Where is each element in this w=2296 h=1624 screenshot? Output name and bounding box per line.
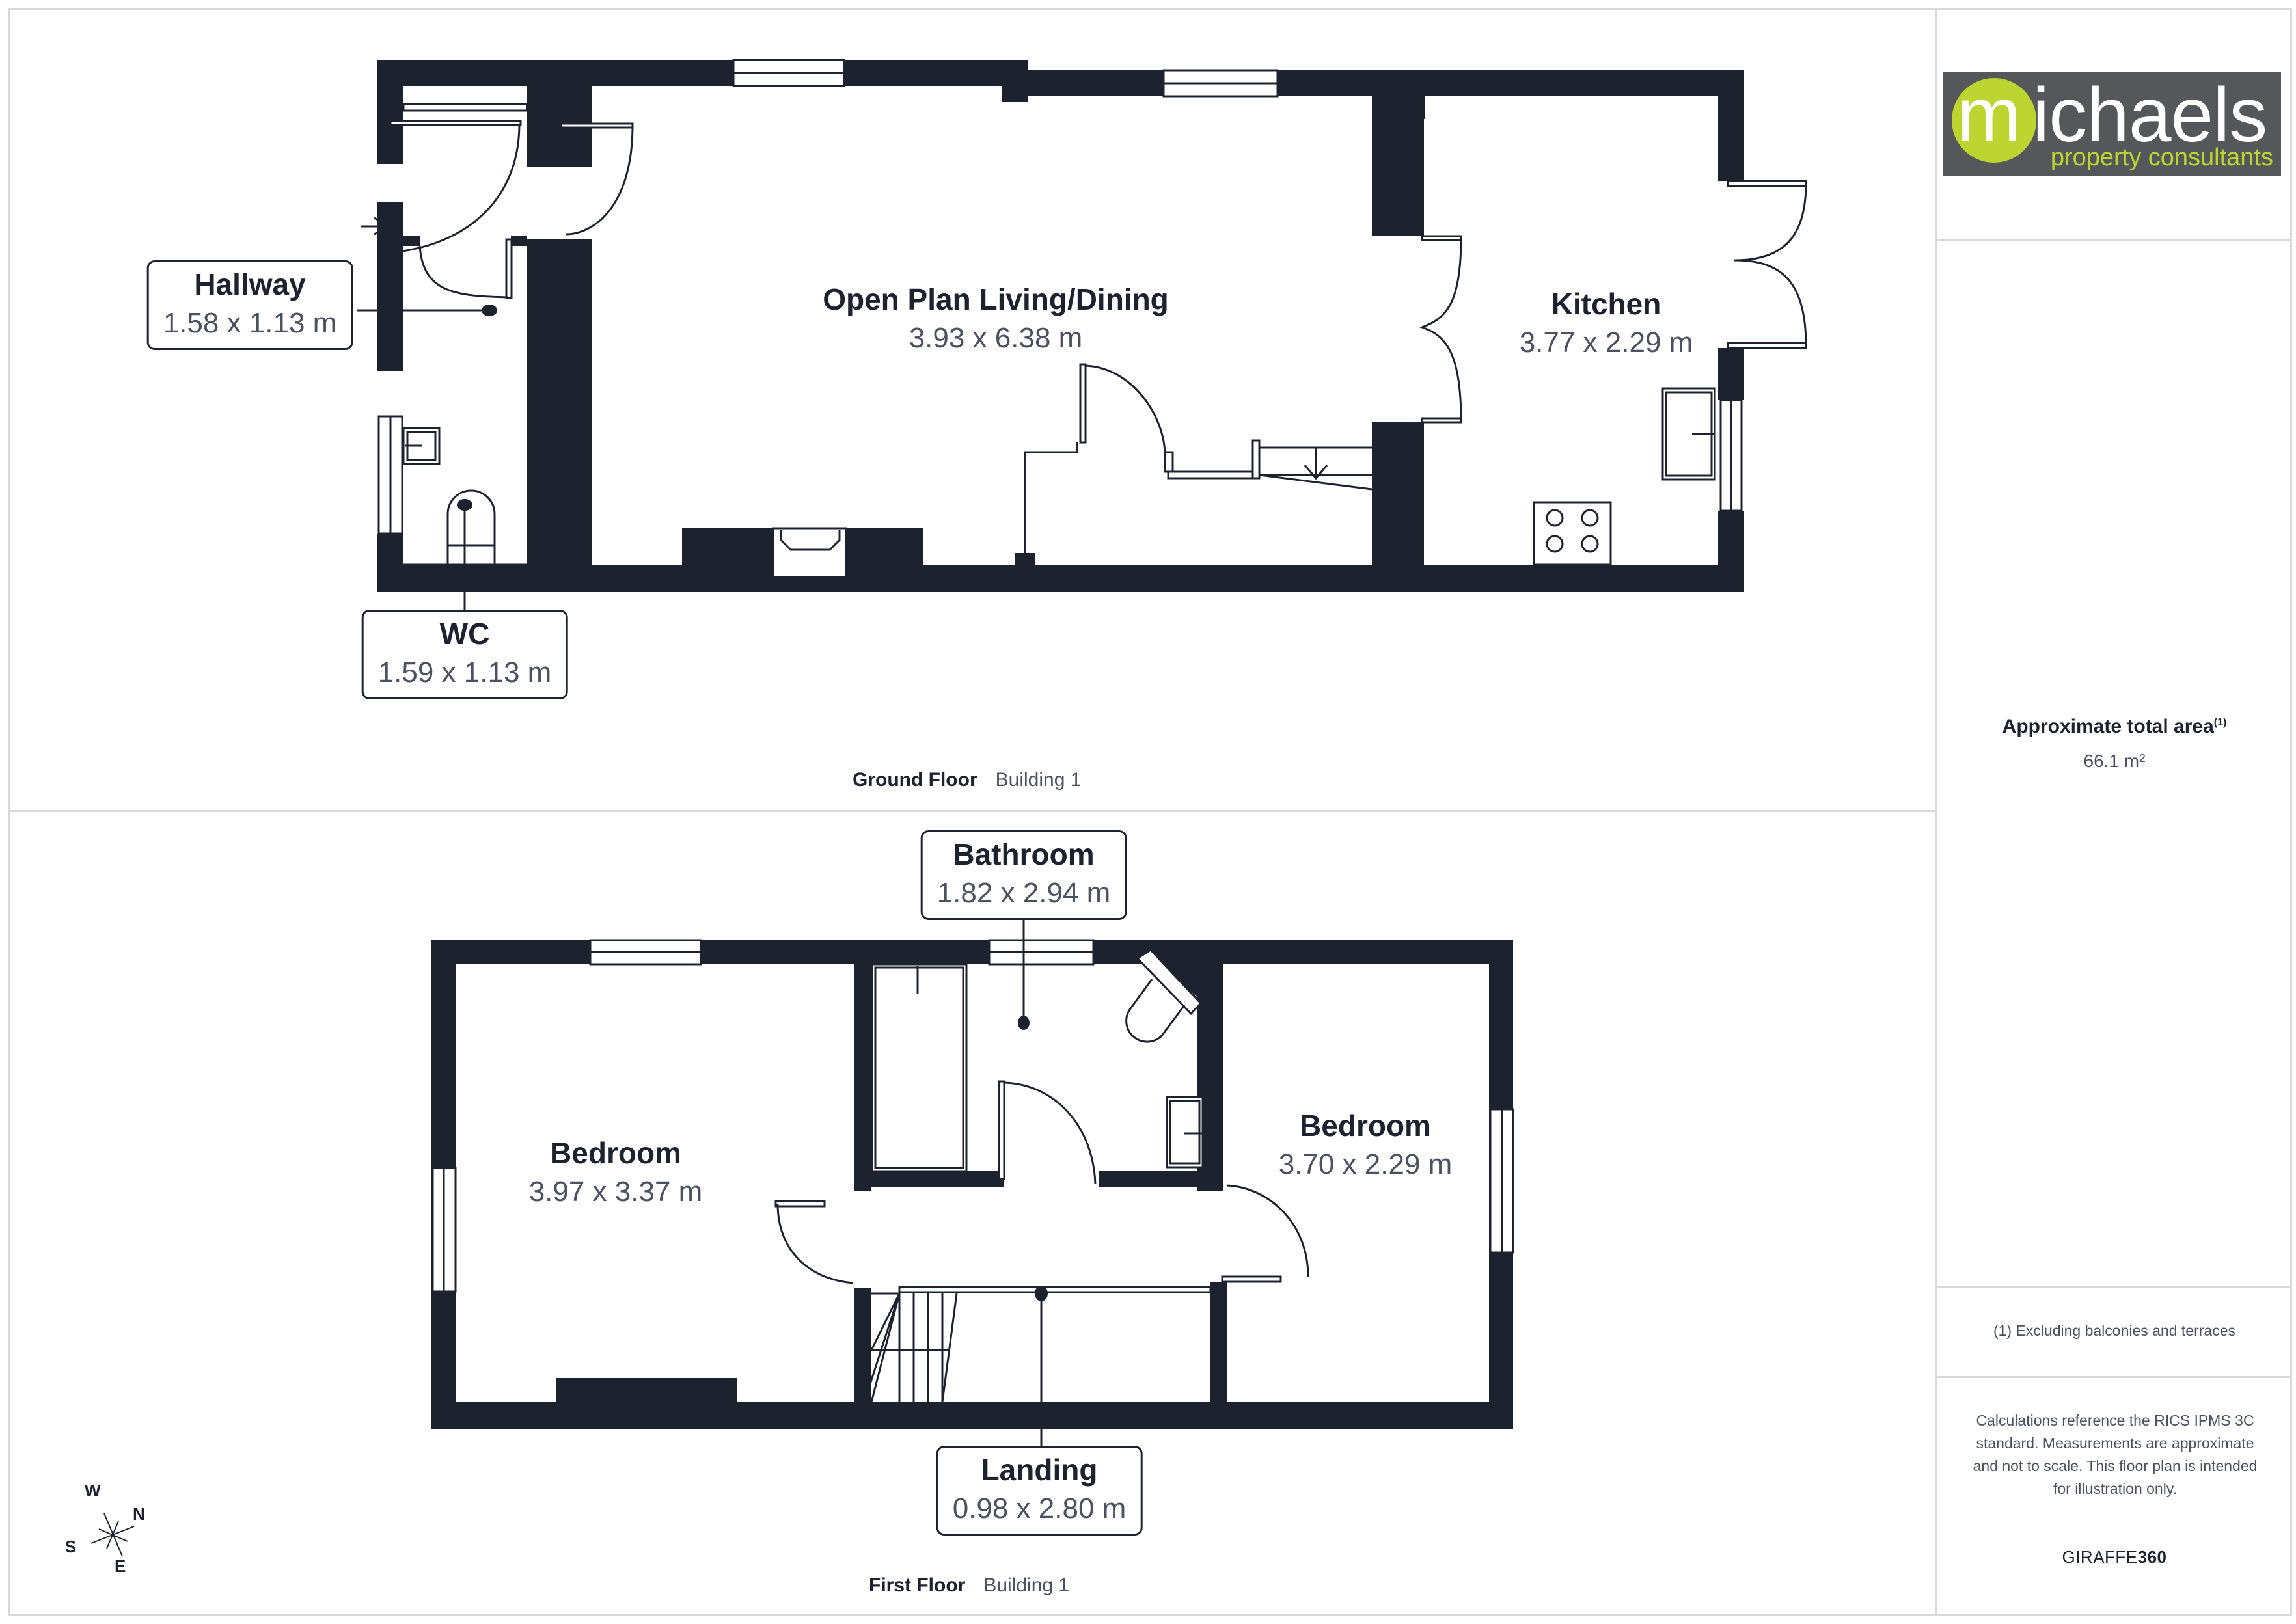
- room-label-bathroom: Bathroom 1.82 x 2.94 m: [920, 830, 1127, 920]
- compass-west: W: [85, 1481, 101, 1500]
- room-dimensions: 3.93 x 6.38 m: [909, 322, 1083, 354]
- room-name: Open Plan Living/Dining: [823, 282, 1169, 316]
- compass-east: E: [115, 1556, 126, 1576]
- compass-south: S: [65, 1537, 77, 1556]
- room-label-bedroom-2: Bedroom 3.70 x 2.29 m: [1279, 1106, 1453, 1184]
- room-name: Bedroom: [1300, 1109, 1431, 1143]
- logo-initial: m: [1957, 72, 2021, 158]
- room-name: Kitchen: [1551, 287, 1661, 321]
- room-name: Bathroom: [953, 837, 1095, 871]
- total-area-title: Approximate total area(1): [1937, 716, 2292, 738]
- ground-floor-walls: [377, 60, 1744, 592]
- floor-name: First Floor: [869, 1575, 966, 1596]
- room-label-landing: Landing 0.98 x 2.80 m: [936, 1446, 1143, 1536]
- room-dimensions: 3.77 x 2.29 m: [1519, 327, 1693, 359]
- total-area-value: 66.1 m²: [2083, 751, 2146, 771]
- footnote-marker: (1): [2213, 717, 2227, 728]
- floor-caption-ground: Ground Floor Building 1: [853, 769, 1081, 791]
- sidebar-divider-footnote: [1935, 1286, 2292, 1288]
- sidebar-divider-disclaimer: [1935, 1376, 2292, 1378]
- room-dimensions: 3.70 x 2.29 m: [1278, 1148, 1453, 1180]
- page-frame: [8, 8, 2292, 1616]
- giraffe360-brand: GIRAFFE360: [1937, 1547, 2292, 1567]
- room-name: Bedroom: [550, 1136, 681, 1170]
- ground-floor-openings: [377, 59, 1807, 578]
- first-floor-walls: [431, 940, 1513, 1429]
- sidebar-divider: [1935, 8, 1937, 1616]
- building-name: Building 1: [995, 769, 1082, 791]
- first-floor-stairs: [854, 1292, 958, 1403]
- room-dimensions: 1.58 x 1.13 m: [163, 307, 337, 339]
- room-label-bedroom-1: Bedroom 3.97 x 3.37 m: [529, 1133, 703, 1211]
- room-markers-first: [1018, 1016, 1048, 1301]
- room-markers-ground: [457, 304, 497, 511]
- room-name: Landing: [981, 1453, 1098, 1487]
- total-area-label: Approximate total area: [2002, 716, 2214, 737]
- total-area-block: Approximate total area(1) 66.1 m²: [1937, 716, 2292, 772]
- room-label-living-dining: Open Plan Living/Dining 3.93 x 6.38 m: [823, 280, 1169, 358]
- logo-name: ichaels: [2032, 72, 2267, 158]
- compass-north: N: [133, 1504, 145, 1524]
- floor-plan-drawing: [357, 59, 1807, 1448]
- disclaimer: Calculations reference the RICS IPMS 3C …: [1973, 1412, 2258, 1497]
- first-floor-openings: [431, 939, 1514, 1293]
- leader-lines-ground: [357, 309, 489, 612]
- room-label-hallway: Hallway 1.58 x 1.13 m: [146, 260, 353, 350]
- logo-circle: [1952, 78, 2036, 163]
- compass: W N S E: [60, 1472, 164, 1576]
- floor-name: Ground Floor: [853, 769, 977, 791]
- room-name: Hallway: [194, 267, 306, 301]
- logo-tagline: property consultants: [2050, 144, 2273, 171]
- floor-caption-first: First Floor Building 1: [869, 1575, 1069, 1597]
- compass-rose-icon: [90, 1513, 135, 1557]
- entry-arrow-icon: [361, 217, 392, 236]
- room-name: WC: [439, 617, 490, 651]
- leader-lines-first: [1022, 916, 1043, 1448]
- sidebar-divider-logo: [1935, 239, 2292, 241]
- brand-bold: 360: [2137, 1547, 2167, 1567]
- floor-divider: [8, 810, 1935, 812]
- room-dimensions: 0.98 x 2.80 m: [952, 1493, 1127, 1524]
- company-logo: m ichaels property consultants: [1943, 72, 2281, 176]
- footnote: (1) Excluding balconies and terraces: [1993, 1322, 2236, 1339]
- building-name: Building 1: [983, 1575, 1070, 1596]
- room-dimensions: 3.97 x 3.37 m: [528, 1176, 703, 1208]
- room-dimensions: 1.82 x 2.94 m: [936, 877, 1111, 909]
- room-label-wc: WC 1.59 x 1.13 m: [361, 610, 568, 699]
- room-label-kitchen: Kitchen 3.77 x 2.29 m: [1520, 284, 1693, 362]
- brand-light: GIRAFFE: [2062, 1547, 2138, 1567]
- room-dimensions: 1.59 x 1.13 m: [377, 656, 552, 688]
